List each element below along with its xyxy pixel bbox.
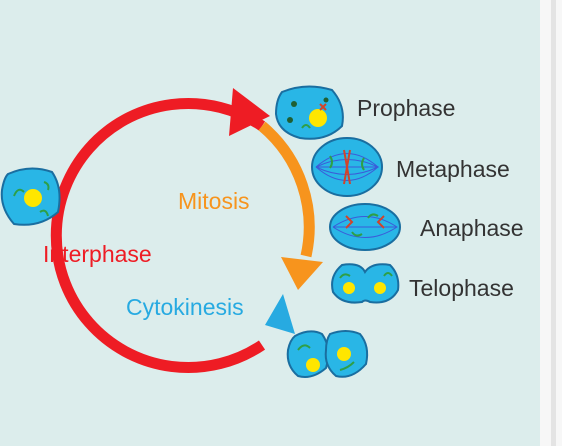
telophase-cell-icon <box>331 263 400 304</box>
anaphase-cell-icon <box>329 203 401 251</box>
metaphase-label: Metaphase <box>396 156 510 182</box>
diagram-panel <box>0 0 540 446</box>
anaphase-label: Anaphase <box>420 215 524 241</box>
daughter-cells-icon <box>286 330 369 378</box>
cytokinesis-arrowhead-icon <box>265 294 295 334</box>
mitosis-label: Mitosis <box>178 188 250 214</box>
mitosis-arrowhead-icon <box>281 257 323 290</box>
interphase-arrowhead-icon <box>229 88 270 136</box>
mitosis-arc <box>258 121 315 258</box>
interphase-label: Interphase <box>43 241 152 267</box>
scrollbar-track[interactable] <box>551 0 556 446</box>
interphase-arc <box>50 98 266 373</box>
cytokinesis-label: Cytokinesis <box>126 294 244 320</box>
telophase-label: Telophase <box>409 275 514 301</box>
prophase-label: Prophase <box>357 95 455 121</box>
prophase-cell-icon <box>274 85 344 140</box>
interphase-cell-icon <box>0 167 61 226</box>
metaphase-cell-icon <box>311 137 383 197</box>
